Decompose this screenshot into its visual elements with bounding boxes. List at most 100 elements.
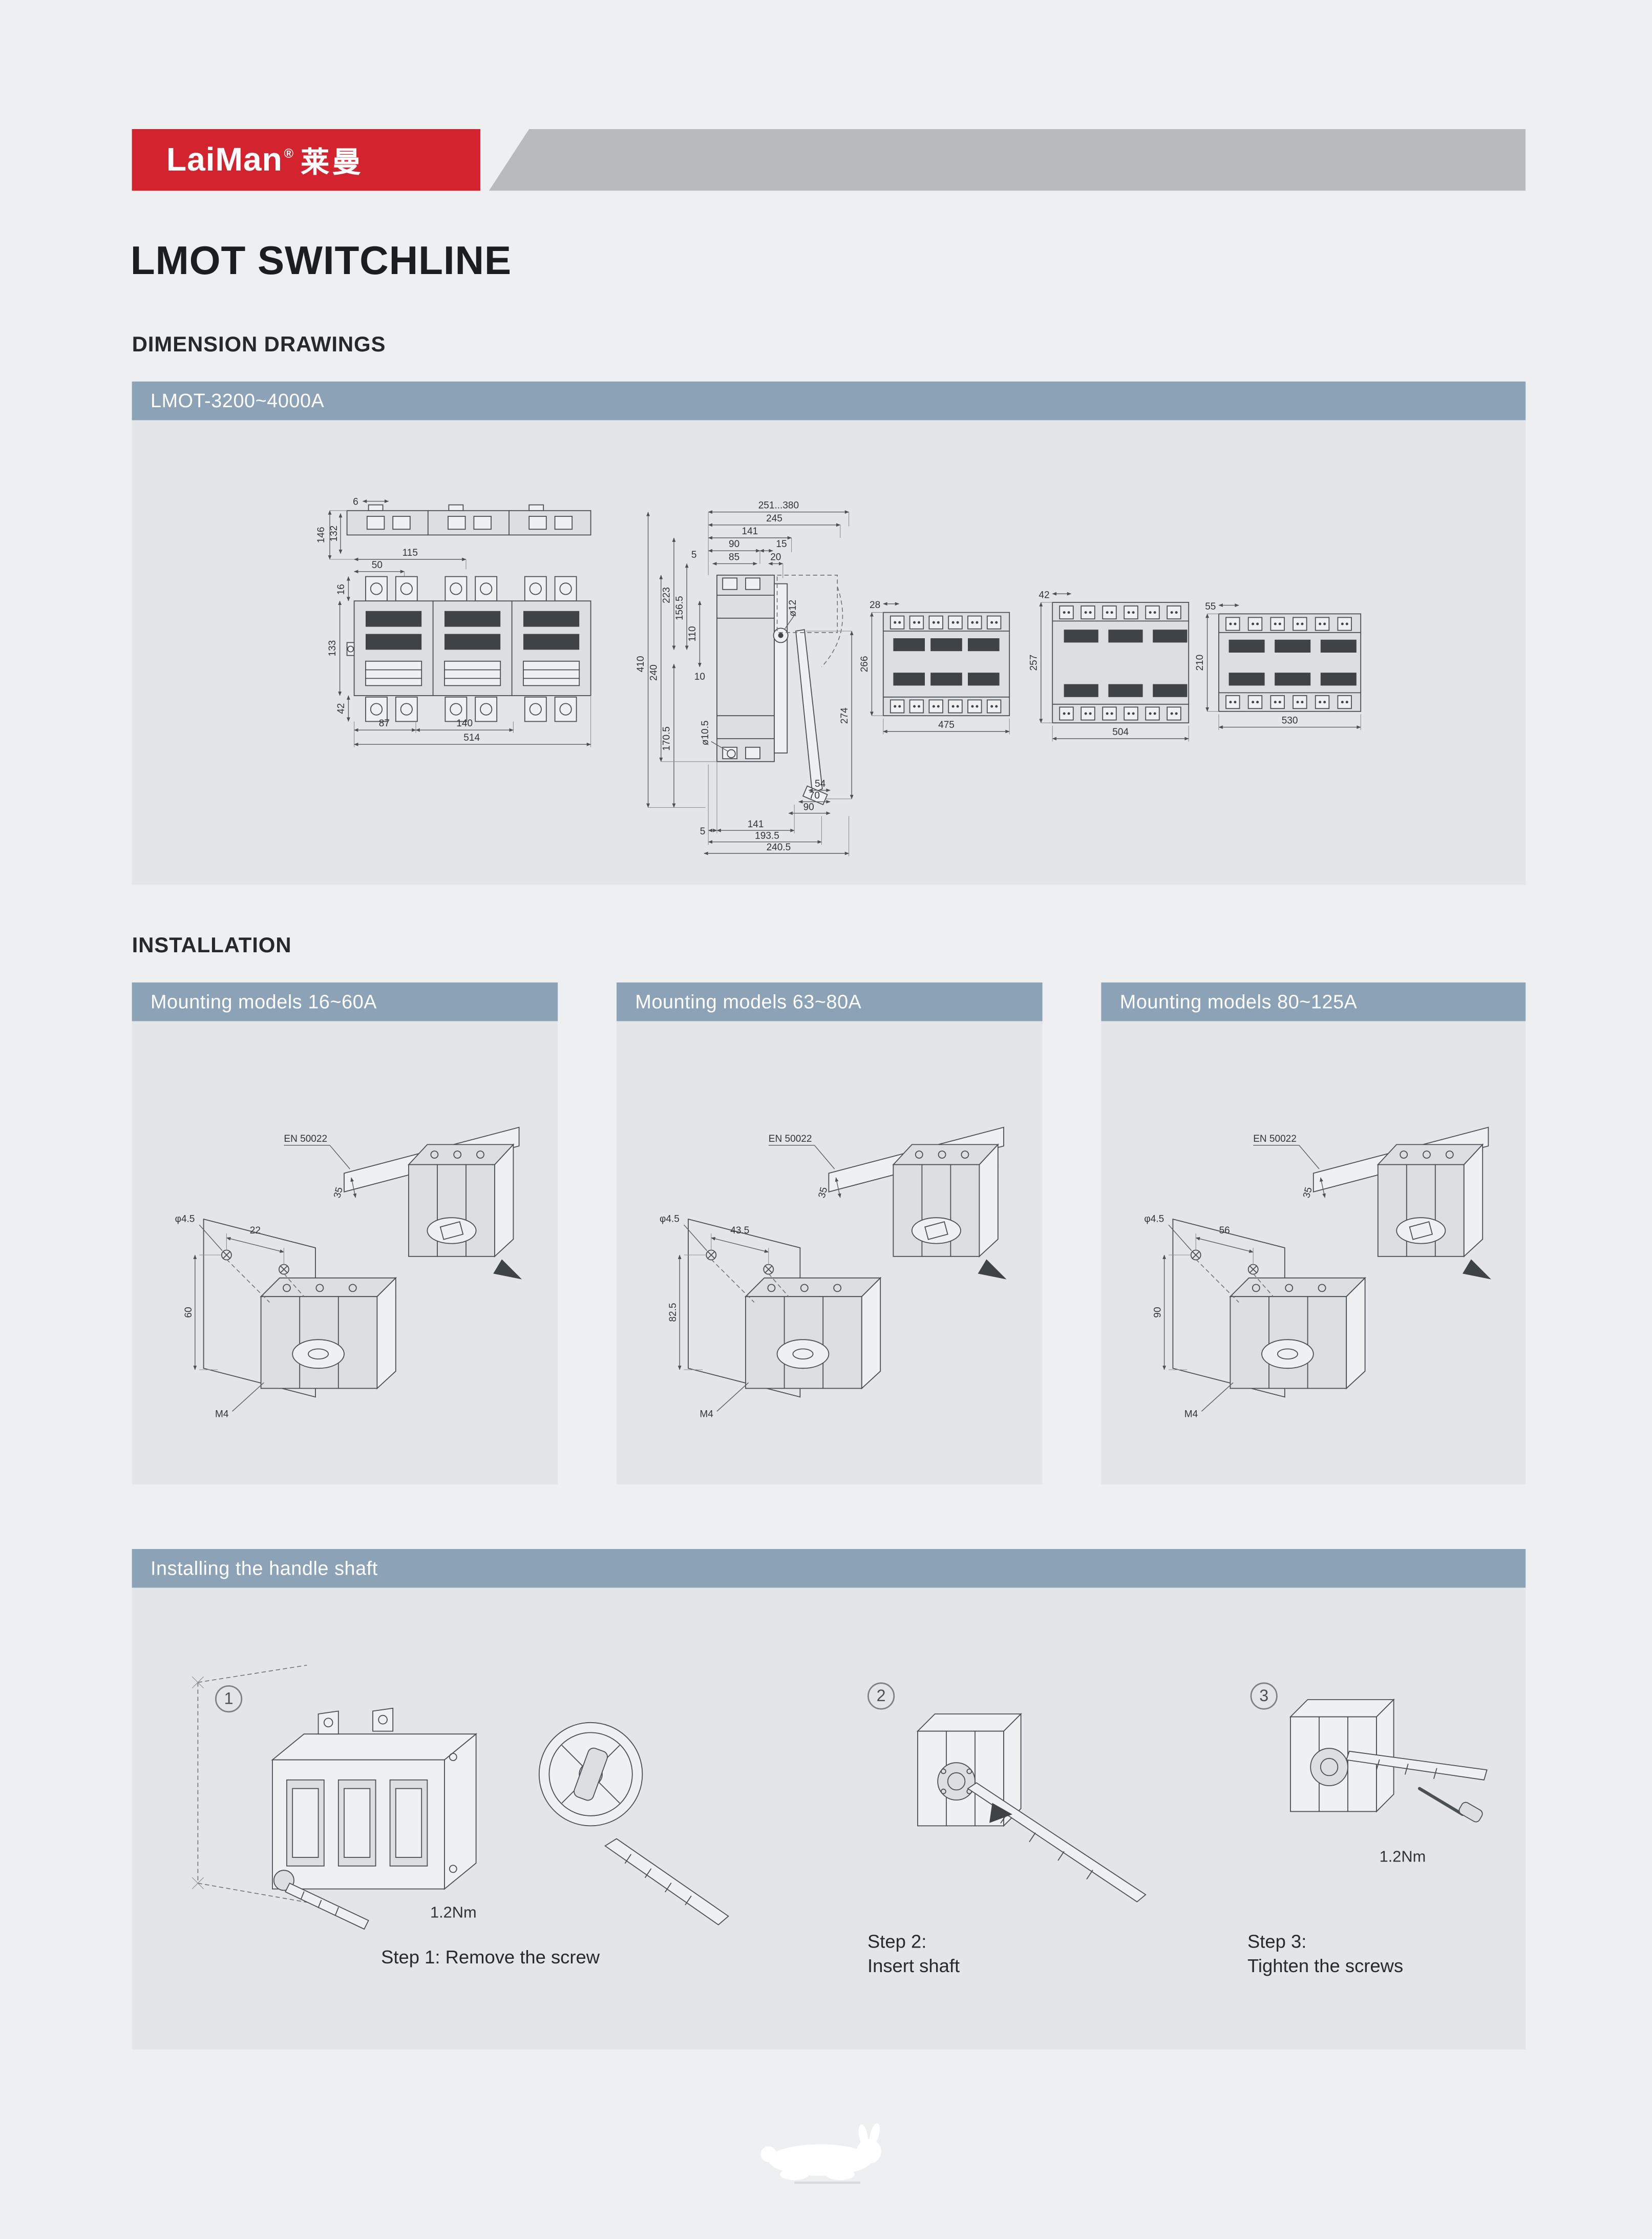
screw-height-label: 90 xyxy=(1153,1307,1163,1317)
dimension-panel: 146 132 6 115 50 16 xyxy=(132,420,1526,885)
din-rail-standard-label: EN 50022 xyxy=(769,1134,812,1144)
dim-side-85: 85 xyxy=(729,552,739,562)
screw-hole-dia-label: φ4.5 xyxy=(660,1214,680,1225)
brand-logo: LaiMan® 莱曼 xyxy=(132,129,481,191)
mounting-drawing-2-svg: EN 50022 35 φ4.5 xyxy=(660,1126,1007,1419)
rear-view-504-drawing: 42 257 504 xyxy=(1028,590,1190,742)
screw-spacing-label: 22 xyxy=(250,1225,261,1236)
din-rail-mount-drawing: EN 50022 35 xyxy=(1253,1126,1491,1280)
mounting-panel-3-header: Mounting models 80~125A xyxy=(1101,982,1526,1021)
dim-side-245: 245 xyxy=(766,513,782,524)
dim-front-6: 6 xyxy=(353,497,358,508)
dim-side-15: 15 xyxy=(776,539,787,550)
dim-side-90b: 90 xyxy=(803,802,814,812)
screw-hole-dia-label: φ4.5 xyxy=(1144,1214,1164,1225)
dim-side-20: 20 xyxy=(770,552,781,562)
dim-side-193-5: 193.5 xyxy=(755,830,779,841)
rail-height-label: 35 xyxy=(817,1186,830,1199)
screw-hole-dia-label: φ4.5 xyxy=(175,1214,195,1225)
step1-number: 1 xyxy=(215,1685,243,1713)
dim-side-54: 54 xyxy=(815,779,826,789)
mounting-drawing-3-svg: EN 50022 35 φ4.5 xyxy=(1144,1126,1491,1419)
page-title: LMOT SWITCHLINE xyxy=(130,238,512,283)
brand-banner-stripe xyxy=(489,129,1526,191)
dim-rear1-475: 475 xyxy=(938,720,955,730)
dim-front-115: 115 xyxy=(403,548,418,558)
handle-panel-header: Installing the handle shaft xyxy=(132,1549,1526,1588)
dim-rear3-210: 210 xyxy=(1195,655,1205,671)
dim-side-410: 410 xyxy=(636,656,646,673)
mounting-panel-3: EN 50022 35 φ4.5 xyxy=(1101,1021,1526,1484)
dim-rear2-42: 42 xyxy=(1039,590,1049,601)
step2-caption-line2: Insert shaft xyxy=(867,1955,960,1977)
rear-view-530-drawing: 55 210 530 xyxy=(1195,601,1362,730)
step1-drawing: 1.2Nm xyxy=(192,1665,729,1930)
screw-mount-drawing: φ4.5 22 60 M4 xyxy=(175,1214,397,1419)
dim-front-140: 140 xyxy=(456,718,473,729)
registered-mark: ® xyxy=(284,145,294,160)
dim-side-156-5: 156.5 xyxy=(674,596,685,620)
dim-side-b5: 5 xyxy=(700,826,706,837)
dim-rear1-28: 28 xyxy=(870,600,880,611)
dim-side-223: 223 xyxy=(662,587,672,603)
dim-side-90: 90 xyxy=(729,539,739,550)
dim-rear3-55: 55 xyxy=(1205,601,1216,612)
side-view-drawing: 251...380 245 141 90 15 85 20 xyxy=(636,500,854,856)
dim-front-132: 132 xyxy=(329,526,340,542)
rail-height-label: 35 xyxy=(1301,1186,1315,1199)
brand-name-cn: 莱曼 xyxy=(301,148,364,179)
din-rail-mount-drawing: EN 50022 35 xyxy=(769,1126,1007,1280)
front-view-drawing: 146 132 6 115 50 16 xyxy=(316,497,591,747)
brand-name: LaiMan xyxy=(166,140,283,178)
dim-side-240-5: 240.5 xyxy=(767,842,791,853)
dim-side-170-5: 170.5 xyxy=(662,726,672,751)
screwdriver-shaft xyxy=(1417,1787,1465,1816)
din-rail-standard-label: EN 50022 xyxy=(284,1134,327,1144)
dim-front-133: 133 xyxy=(327,640,338,657)
screw-mount-drawing: φ4.5 43.5 82.5 M4 xyxy=(660,1214,882,1419)
step2-caption-line1: Step 2: xyxy=(867,1930,927,1952)
step3-torque-label: 1.2Nm xyxy=(1380,1847,1426,1865)
dim-side-range: 251...380 xyxy=(758,500,799,511)
dim-front-42: 42 xyxy=(336,703,347,714)
screw-type-label: M4 xyxy=(215,1409,229,1419)
dim-front-16: 16 xyxy=(336,584,347,595)
insert-direction-arrow xyxy=(989,1803,1012,1823)
step2-caption: Step 2: Insert shaft xyxy=(867,1929,960,1978)
dim-front-50: 50 xyxy=(372,560,383,571)
step2-number: 2 xyxy=(867,1682,895,1710)
step3-caption-line1: Step 3: xyxy=(1247,1930,1307,1952)
din-rail-standard-label: EN 50022 xyxy=(1253,1134,1297,1144)
step3-caption-line2: Tighten the screws xyxy=(1247,1955,1404,1977)
screw-height-label: 60 xyxy=(183,1307,194,1317)
screwdriver-handle xyxy=(1458,1802,1483,1823)
step1-torque-label: 1.2Nm xyxy=(430,1903,477,1921)
section-dimension-drawings: DIMENSION DRAWINGS xyxy=(132,332,386,358)
screw-type-label: M4 xyxy=(1184,1409,1198,1419)
snap-direction-arrow xyxy=(978,1259,1007,1280)
rail-height-label: 35 xyxy=(332,1186,345,1199)
section-installation: INSTALLATION xyxy=(132,933,292,958)
dim-side-110: 110 xyxy=(687,626,698,641)
mounting-panel-1: EN 50022 35 φ4.5 xyxy=(132,1021,558,1484)
dim-side-5: 5 xyxy=(691,550,697,560)
footer-logo-rabbit xyxy=(760,2123,881,2184)
snap-direction-arrow xyxy=(1463,1259,1491,1280)
screw-type-label: M4 xyxy=(700,1409,713,1419)
step3-number: 3 xyxy=(1250,1682,1278,1710)
mounting-panel-2: EN 50022 35 φ4.5 xyxy=(617,1021,1043,1484)
snap-direction-arrow xyxy=(493,1259,522,1280)
dim-side-141: 141 xyxy=(742,526,758,537)
screw-mount-drawing: φ4.5 56 90 M4 xyxy=(1144,1214,1366,1419)
handle-steps-svg: 1.2Nm xyxy=(192,1665,1488,1930)
screw-spacing-label: 56 xyxy=(1219,1225,1230,1236)
dim-front-87: 87 xyxy=(379,718,390,729)
dim-front-146: 146 xyxy=(316,527,327,543)
dimension-panel-header: LMOT-3200~4000A xyxy=(132,381,1526,421)
dim-front-514: 514 xyxy=(463,733,480,743)
dim-rear2-504: 504 xyxy=(1112,727,1129,738)
dimension-drawings-svg: 146 132 6 115 50 16 xyxy=(316,497,1362,856)
dim-rear3-530: 530 xyxy=(1282,716,1298,726)
step1-caption: Step 1: Remove the screw xyxy=(381,1946,600,1968)
